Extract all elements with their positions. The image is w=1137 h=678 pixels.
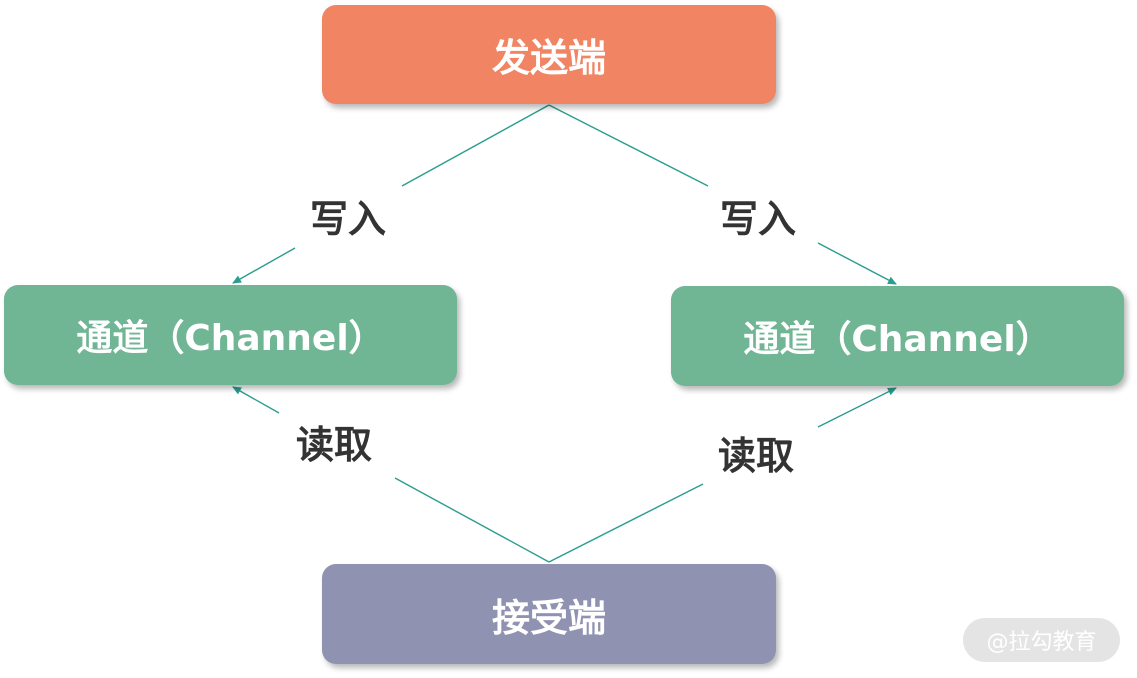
watermark: @拉勾教育 — [963, 618, 1120, 662]
edge-write-right-lower — [817, 242, 897, 285]
edge-label-read-left: 读取 — [296, 423, 373, 467]
channel-node-right: 通道（Channel） — [671, 286, 1124, 386]
edge-write-left-upper — [401, 104, 550, 187]
channel-node-left: 通道（Channel） — [4, 285, 457, 385]
edge-write-left-lower — [232, 247, 296, 284]
edge-write-right-upper — [548, 104, 709, 187]
edge-read-left-lower — [394, 477, 550, 563]
edge-read-right-upper — [817, 387, 897, 428]
channel-right-label: 通道（Channel） — [743, 319, 1052, 360]
edge-read-right-lower — [548, 483, 704, 563]
edge-label-write-left: 写入 — [310, 197, 387, 241]
sender-node: 发送端 — [322, 5, 776, 104]
edge-label-read-right: 读取 — [718, 434, 795, 478]
channel-left-label: 通道（Channel） — [76, 318, 385, 359]
sender-label: 发送端 — [491, 36, 606, 80]
edge-label-write-right: 写入 — [720, 197, 797, 241]
receiver-label: 接受端 — [491, 595, 606, 640]
edge-read-left-upper — [232, 386, 280, 414]
receiver-node: 接受端 — [322, 564, 776, 664]
